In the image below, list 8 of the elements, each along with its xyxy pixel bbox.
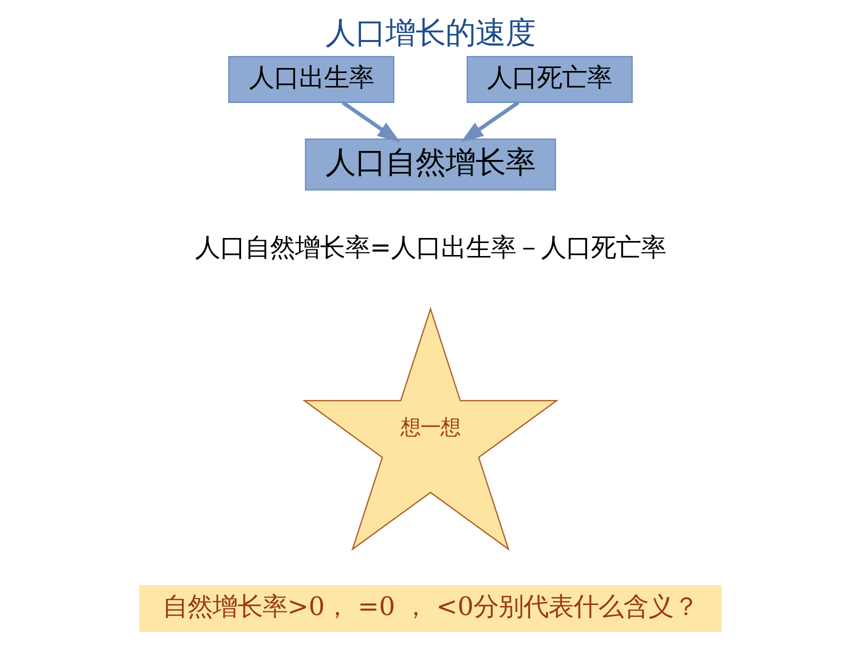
- arrow: [341, 100, 400, 142]
- label: 人口自然增长率=人口出生率－人口死亡率: [194, 232, 666, 262]
- node-box: 人口出生率: [228, 56, 394, 103]
- node-box: 人口死亡率: [466, 56, 632, 103]
- node-box: 人口自然增长率: [304, 138, 556, 190]
- diagram-title: 人口增长的速度: [325, 16, 535, 51]
- node-box: 自然增长率>0， =0 ， <0分别代表什么含义？: [138, 585, 722, 632]
- arrow: [460, 100, 519, 142]
